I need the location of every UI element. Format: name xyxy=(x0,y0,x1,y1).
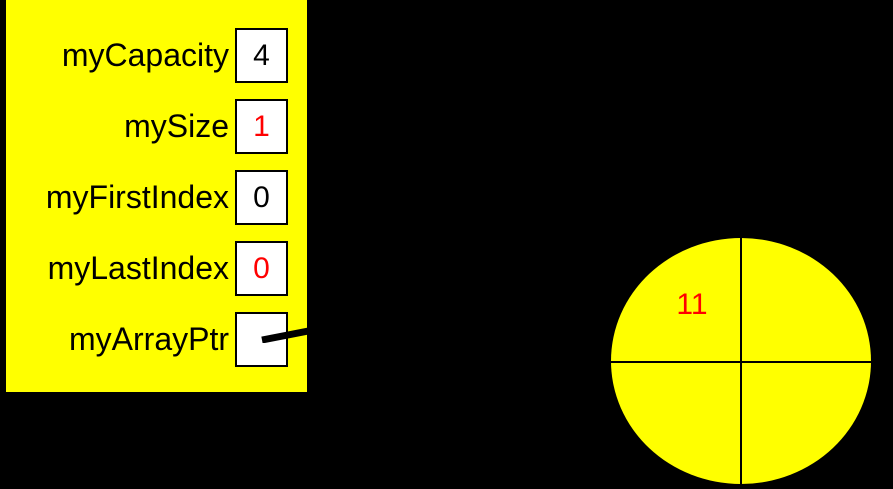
struct-field-label-myFirstIndex: myFirstIndex xyxy=(45,179,229,215)
struct-field-label-myLastIndex: myLastIndex xyxy=(47,250,229,286)
struct-field-value-myCapacity: 4 xyxy=(235,28,288,83)
struct-field-myLastIndex: myLastIndex 0 xyxy=(6,241,307,296)
struct-field-value-mySize: 1 xyxy=(235,99,288,154)
struct-field-value-myLastIndex: 0 xyxy=(235,241,288,296)
queue-struct-box: myCapacity 4 mySize 1 myFirstIndex 0 myL… xyxy=(6,0,307,392)
struct-field-value-myArrayPtr xyxy=(235,312,288,367)
struct-field-myCapacity: myCapacity 4 xyxy=(6,28,307,83)
struct-field-label-mySize: mySize xyxy=(124,108,229,144)
array-divider-horizontal xyxy=(610,361,872,363)
array-storage-circle: 11 xyxy=(610,237,874,487)
struct-field-myArrayPtr: myArrayPtr xyxy=(6,312,307,367)
array-slot-value-0: 11 xyxy=(676,288,708,321)
struct-field-value-myFirstIndex: 0 xyxy=(235,170,288,225)
struct-field-label-myArrayPtr: myArrayPtr xyxy=(69,321,229,357)
struct-field-mySize: mySize 1 xyxy=(6,99,307,154)
struct-field-label-myCapacity: myCapacity xyxy=(61,37,229,73)
struct-field-myFirstIndex: myFirstIndex 0 xyxy=(6,170,307,225)
